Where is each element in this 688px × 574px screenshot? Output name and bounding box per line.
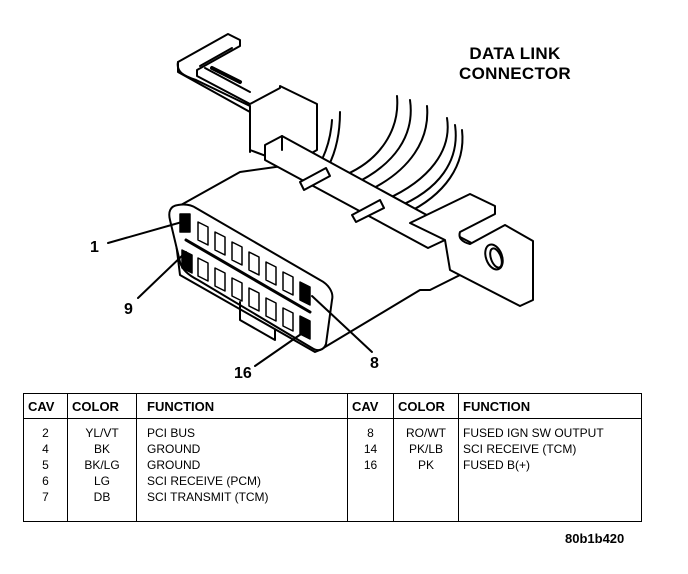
table-cell: FUSED B(+) bbox=[463, 458, 531, 472]
header-cav: CAV bbox=[347, 393, 394, 419]
left-cav-column: 2 4 5 6 7 bbox=[23, 418, 68, 522]
table-cell: 8 bbox=[367, 426, 374, 440]
table-cell: PK/LB bbox=[408, 442, 444, 456]
header-cav: CAV bbox=[23, 393, 68, 419]
title-line-1: DATA LINK bbox=[469, 44, 561, 63]
table-cell: SCI TRANSMIT (TCM) bbox=[147, 490, 269, 504]
table-cell: PCI BUS bbox=[147, 426, 196, 440]
table-cell: YL/VT bbox=[85, 426, 119, 440]
table-cell: GROUND bbox=[147, 442, 201, 456]
callout-lines bbox=[107, 221, 373, 367]
connector-illustration bbox=[107, 33, 534, 367]
table-cell: BK bbox=[93, 442, 110, 456]
title-line-2: CONNECTOR bbox=[459, 64, 571, 83]
left-color-column: YL/VT BK BK/LG LG DB bbox=[67, 418, 137, 522]
diagram-title: DATA LINK CONNECTOR bbox=[436, 44, 594, 84]
table-cell: 5 bbox=[42, 458, 49, 472]
table-cell: 7 bbox=[42, 490, 49, 504]
right-cav-column: 8 14 16 bbox=[347, 418, 394, 522]
right-color-column: RO/WT PK/LB PK bbox=[393, 418, 459, 522]
table-cell: BK/LG bbox=[84, 458, 120, 472]
pin-callout-1: 1 bbox=[90, 239, 99, 256]
figure-id: 80b1b420 bbox=[565, 531, 625, 546]
table-cell: 16 bbox=[363, 458, 378, 472]
wires bbox=[304, 95, 464, 215]
table-cell: 6 bbox=[42, 474, 49, 488]
cavity-table: CAV COLOR FUNCTION CAV COLOR FUNCTION 2 … bbox=[23, 393, 642, 522]
table-cell: PK bbox=[417, 458, 434, 472]
table-cell: FUSED IGN SW OUTPUT bbox=[463, 426, 604, 440]
pin-callout-8: 8 bbox=[370, 355, 379, 372]
pin-callout-9: 9 bbox=[124, 301, 133, 318]
table-cell: 14 bbox=[363, 442, 378, 456]
table-cell: SCI RECEIVE (PCM) bbox=[147, 474, 262, 488]
table-body-row: 2 4 5 6 7 YL/VT BK BK/LG LG DB PCI BUS G… bbox=[23, 418, 642, 522]
table-cell: 2 bbox=[42, 426, 49, 440]
left-function-column: PCI BUS GROUND GROUND SCI RECEIVE (PCM) … bbox=[136, 418, 348, 522]
header-function: FUNCTION bbox=[458, 393, 642, 419]
header-color: COLOR bbox=[67, 393, 137, 419]
connector-body bbox=[168, 135, 534, 353]
table-header-row: CAV COLOR FUNCTION CAV COLOR FUNCTION bbox=[23, 393, 642, 419]
pin-callout-16: 16 bbox=[234, 365, 252, 382]
latch-clip bbox=[176, 33, 318, 166]
header-function: FUNCTION bbox=[136, 393, 348, 419]
table-cell: LG bbox=[93, 474, 110, 488]
table-cell: 4 bbox=[42, 442, 49, 456]
table-cell: SCI RECEIVE (TCM) bbox=[463, 442, 577, 456]
table-cell: GROUND bbox=[147, 458, 201, 472]
pin-cavities bbox=[179, 213, 312, 340]
right-function-column: FUSED IGN SW OUTPUT SCI RECEIVE (TCM) FU… bbox=[458, 418, 642, 522]
table-cell: DB bbox=[93, 490, 111, 504]
table-cell: RO/WT bbox=[406, 426, 446, 440]
header-color: COLOR bbox=[393, 393, 459, 419]
